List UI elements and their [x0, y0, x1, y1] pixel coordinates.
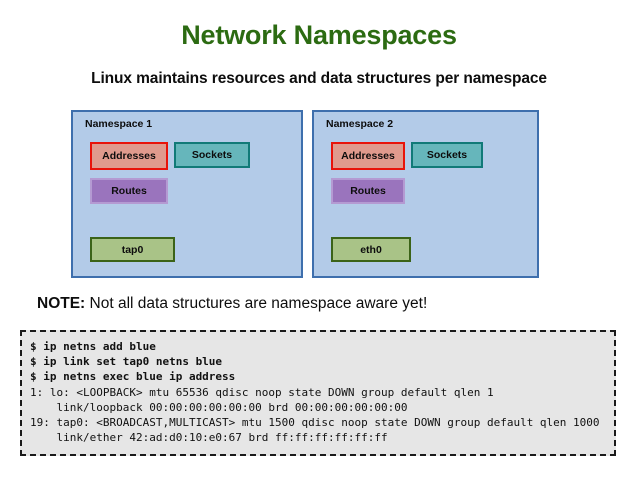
terminal-command-line: $ ip netns add blue — [30, 340, 156, 353]
namespace-2-addresses-box: Addresses — [331, 142, 405, 170]
page-subtitle: Linux maintains resources and data struc… — [91, 70, 547, 87]
namespace-1-sockets-box: Sockets — [174, 142, 250, 168]
namespace-1-routes-box: Routes — [90, 178, 168, 204]
terminal-command-line: $ ip netns exec blue ip address — [30, 370, 236, 384]
note-label: NOTE: — [37, 295, 86, 312]
terminal-output-line: link/ether 42:ad:d0:10:e0:67 brd ff:ff:f… — [30, 431, 388, 445]
terminal-output-line: link/loopback 00:00:00:00:00:00 brd 00:0… — [30, 400, 408, 414]
namespace-1-label: Namespace 1 — [85, 118, 153, 130]
note-line: NOTE: Not all data structures are namesp… — [37, 295, 427, 313]
namespace-1-interface-box: tap0 — [90, 237, 175, 262]
namespace-2-routes-box: Routes — [331, 178, 405, 204]
namespace-1-addresses-box: Addresses — [90, 142, 168, 170]
terminal-command-line: $ ip link set tap0 netns blue — [30, 355, 223, 369]
terminal-output-line: 1: lo: <LOOPBACK> mtu 65536 qdisc noop s… — [30, 385, 494, 399]
page-title: Network Namespaces — [181, 20, 457, 50]
namespace-2-interface-box: eth0 — [331, 237, 411, 262]
terminal-code-block: $ ip netns add blue $ ip link set tap0 ne… — [20, 330, 616, 456]
namespace-2-sockets-box: Sockets — [411, 142, 483, 168]
terminal-output-line: 19: tap0: <BROADCAST,MULTICAST> mtu 1500… — [30, 416, 600, 430]
namespace-container-1: Namespace 1 Addresses Sockets Routes tap… — [71, 110, 303, 278]
note-text: Not all data structures are namespace aw… — [85, 295, 428, 312]
namespace-2-label: Namespace 2 — [326, 118, 394, 130]
namespace-container-2: Namespace 2 Addresses Sockets Routes eth… — [312, 110, 539, 278]
